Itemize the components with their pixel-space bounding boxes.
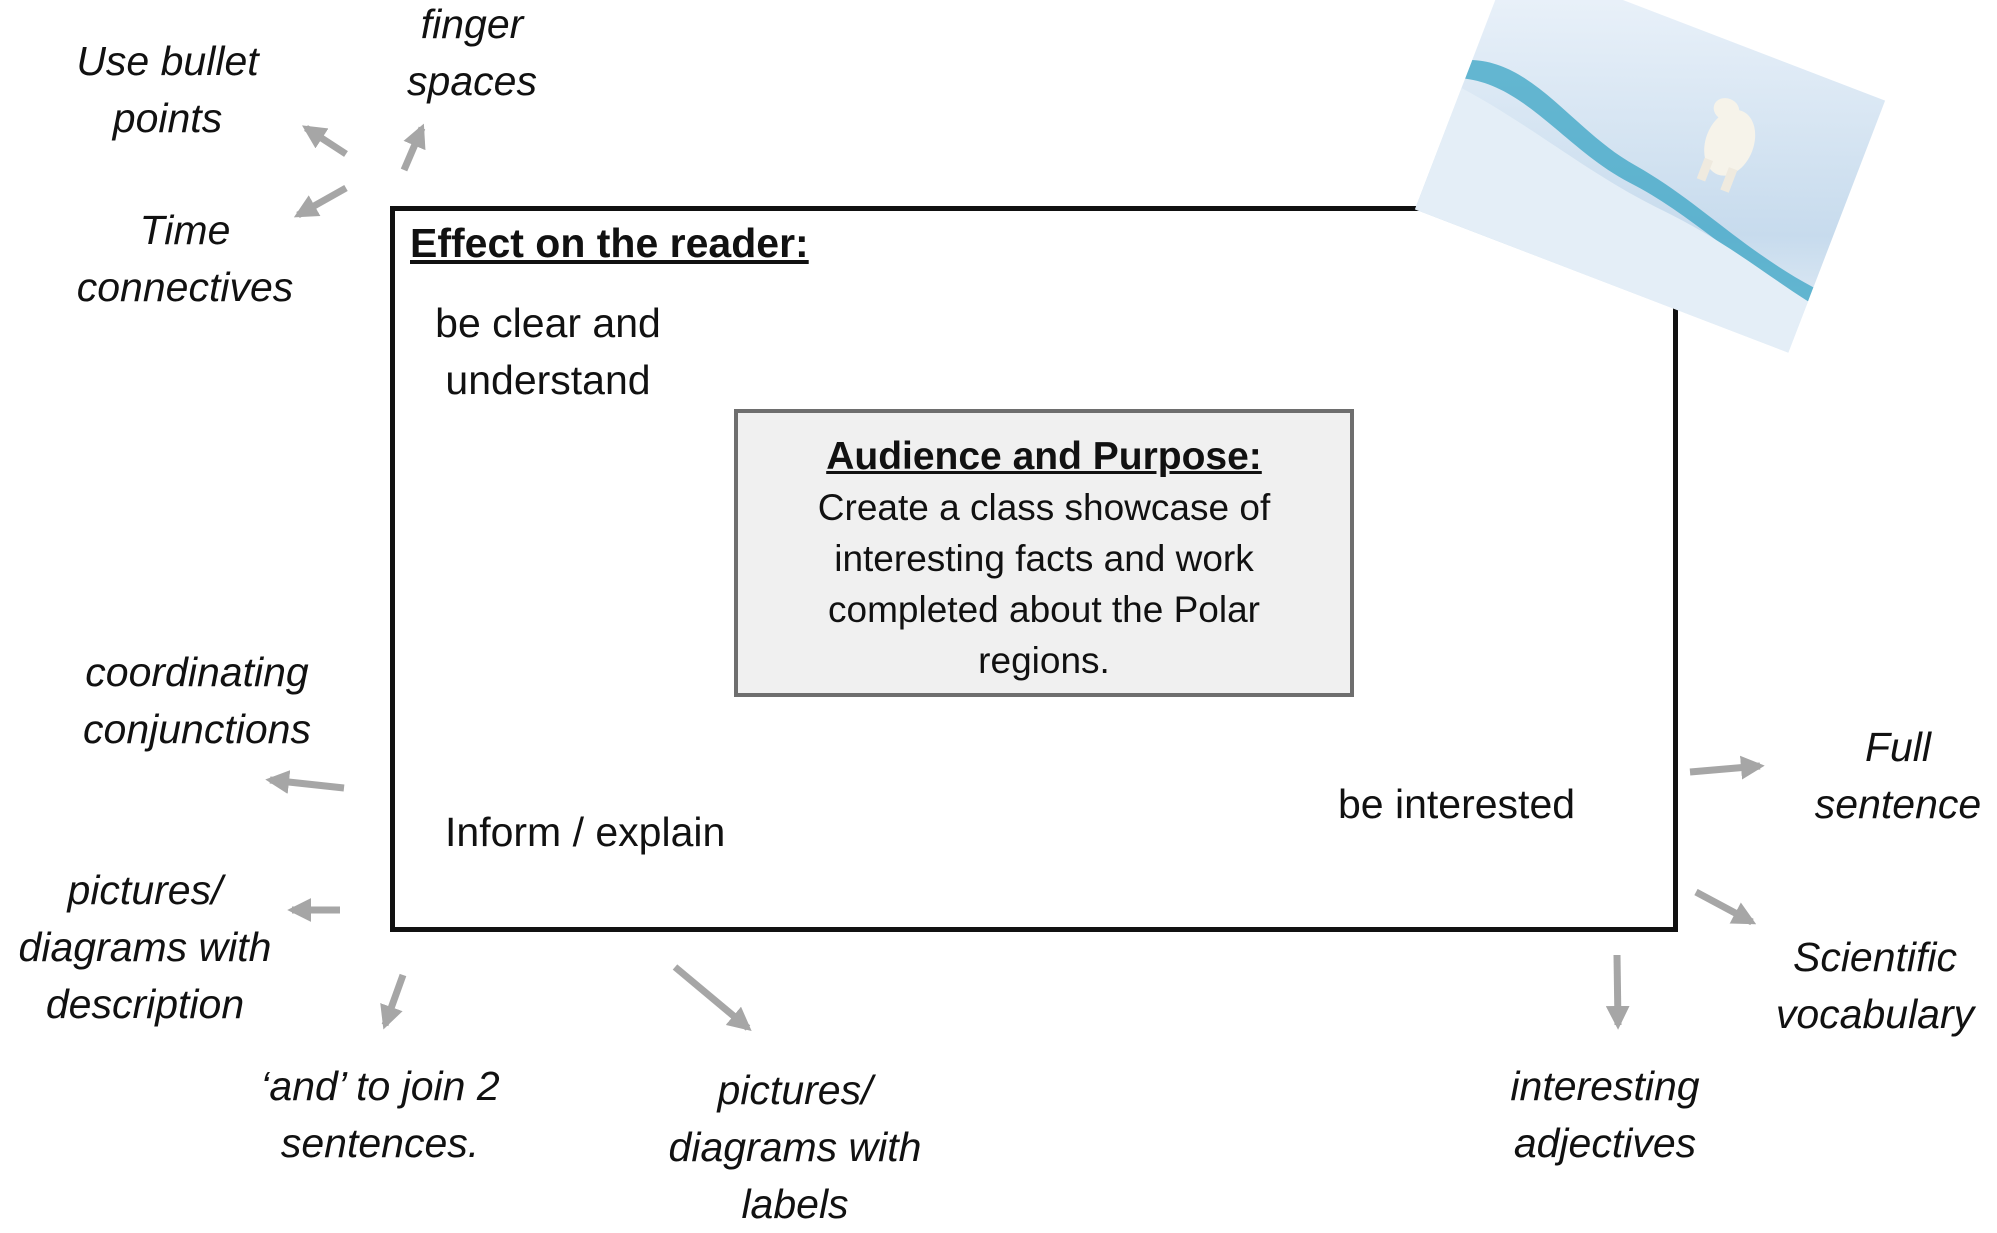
effect-be-interested: be interested [1338, 781, 1576, 827]
bullet-points-line-1: Use bullet [76, 38, 259, 84]
audience-purpose-title: Audience and Purpose: [826, 435, 1262, 478]
effect-heading: Effect on the reader: [410, 220, 809, 266]
arrow-coordinating-conjunctions [265, 770, 345, 794]
label-time-connectives: Time connectives [55, 202, 315, 316]
purpose-line-4: regions. [978, 640, 1110, 681]
time-connectives-line-2: connectives [76, 264, 294, 310]
arrow-time-connectives [293, 184, 348, 219]
label-pictures-labels: pictures/ diagrams with labels [650, 1062, 940, 1233]
full-sentence-line-2: sentence [1814, 781, 1982, 827]
and-join-line-2: sentences. [280, 1120, 480, 1166]
effect-clear-line-2: understand [445, 357, 651, 403]
pictures-description-line-2: diagrams with [18, 924, 272, 970]
coordinating-line-1: coordinating [85, 649, 309, 695]
arrow-bullet-points [302, 125, 348, 157]
pictures-labels-line-1: pictures/ [717, 1067, 873, 1113]
label-full-sentence: Full sentence [1808, 719, 1988, 833]
pictures-description-line-1: pictures/ [67, 867, 223, 913]
coordinating-line-2: conjunctions [83, 706, 311, 752]
bullet-points-line-2: points [112, 95, 223, 141]
label-scientific-vocabulary: Scientific vocabulary [1760, 929, 1990, 1043]
effect-clear-understand: be clear and understand [418, 295, 678, 409]
label-interesting-adjectives: interesting adjectives [1470, 1058, 1740, 1172]
label-bullet-points: Use bullet points [60, 33, 275, 147]
purpose-line-2: interesting facts and work [834, 538, 1254, 579]
finger-spaces-line-2: spaces [407, 58, 537, 104]
effect-clear-line-1: be clear and [435, 300, 661, 346]
label-finger-spaces: finger spaces [392, 0, 552, 110]
pictures-description-line-3: description [45, 981, 245, 1027]
purpose-line-1: Create a class showcase of [817, 487, 1271, 528]
and-join-line-1: ‘and’ to join 2 [260, 1063, 500, 1109]
pictures-labels-line-2: diagrams with [668, 1124, 922, 1170]
audience-purpose-box: Audience and Purpose: Create a class sho… [734, 409, 1354, 697]
effect-inform-explain: Inform / explain [445, 809, 726, 855]
polar-bear-photo [1414, 0, 1886, 353]
scientific-line-1: Scientific [1792, 934, 1958, 980]
arrow-and-join [380, 973, 407, 1030]
arrow-interesting-adjectives [1605, 954, 1630, 1030]
finger-spaces-line-1: finger [420, 1, 524, 47]
purpose-line-3: completed about the Polar [828, 589, 1260, 630]
label-pictures-description: pictures/ diagrams with description [0, 862, 290, 1033]
pictures-labels-line-3: labels [741, 1181, 849, 1227]
arrow-full-sentence [1689, 755, 1765, 780]
adjectives-line-1: interesting [1510, 1063, 1700, 1109]
arrow-scientific-vocabulary [1694, 888, 1757, 926]
label-and-join: ‘and’ to join 2 sentences. [230, 1058, 530, 1172]
time-connectives-line-1: Time [139, 207, 231, 253]
arrow-pictures-labels [672, 964, 752, 1032]
adjectives-line-2: adjectives [1513, 1120, 1697, 1166]
arrow-finger-spaces [400, 123, 426, 172]
polar-bear-image [1414, 59, 1814, 353]
label-coordinating-conjunctions: coordinating conjunctions [62, 644, 332, 758]
full-sentence-line-1: Full [1864, 724, 1932, 770]
scientific-line-2: vocabulary [1775, 991, 1975, 1037]
